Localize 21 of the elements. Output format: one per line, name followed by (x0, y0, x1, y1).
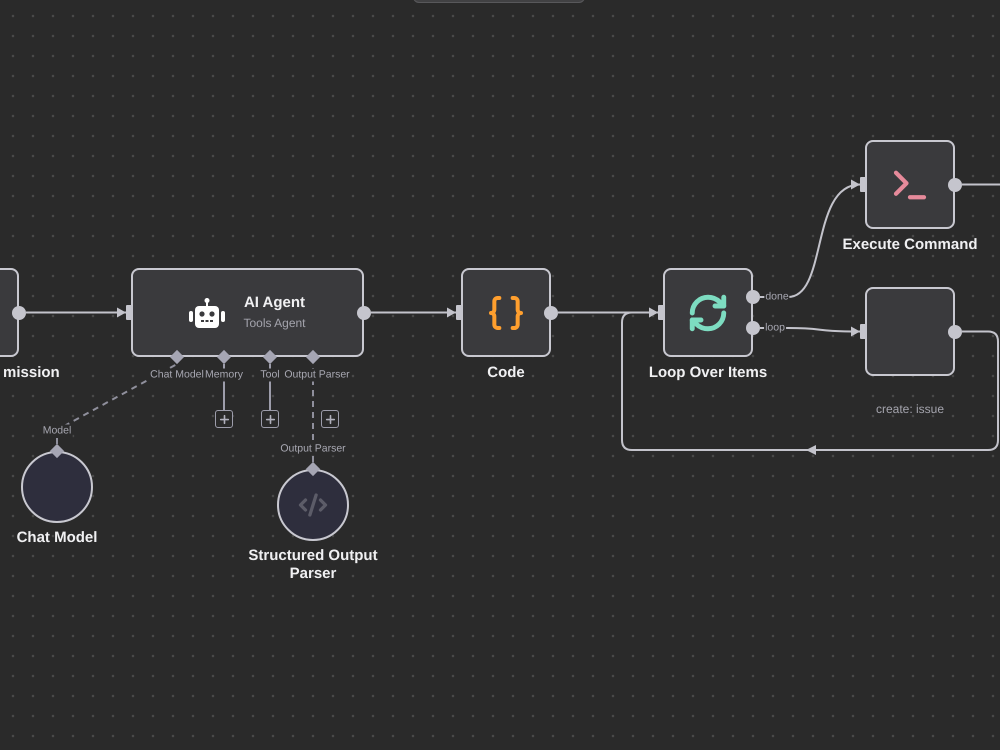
node-title: AI Agent (244, 294, 306, 312)
edge-label: loop (764, 322, 786, 334)
edge-label: Output Parser (279, 442, 347, 456)
arrow (621, 308, 999, 455)
node-title: mission (3, 364, 60, 382)
connector-line (962, 184, 1000, 186)
node-title: Structured Output Parser (247, 547, 379, 583)
node-title: Chat Model (16, 529, 98, 547)
port-label: Memory (204, 368, 244, 382)
arrow (26, 308, 126, 318)
node-title: Code (487, 364, 525, 382)
node-title: Execute Command (842, 236, 978, 254)
port-label: Chat Model (149, 368, 205, 382)
node-subtitle: Tools Agent (243, 316, 306, 331)
arrow (371, 308, 456, 318)
arrow (760, 326, 860, 336)
node-subtitle: create: issue (876, 402, 944, 417)
port-label: Output Parser (283, 368, 351, 382)
edge-label: Model (42, 424, 72, 438)
port-label: Tool (259, 368, 281, 382)
node-title: Loop Over Items (648, 364, 768, 382)
